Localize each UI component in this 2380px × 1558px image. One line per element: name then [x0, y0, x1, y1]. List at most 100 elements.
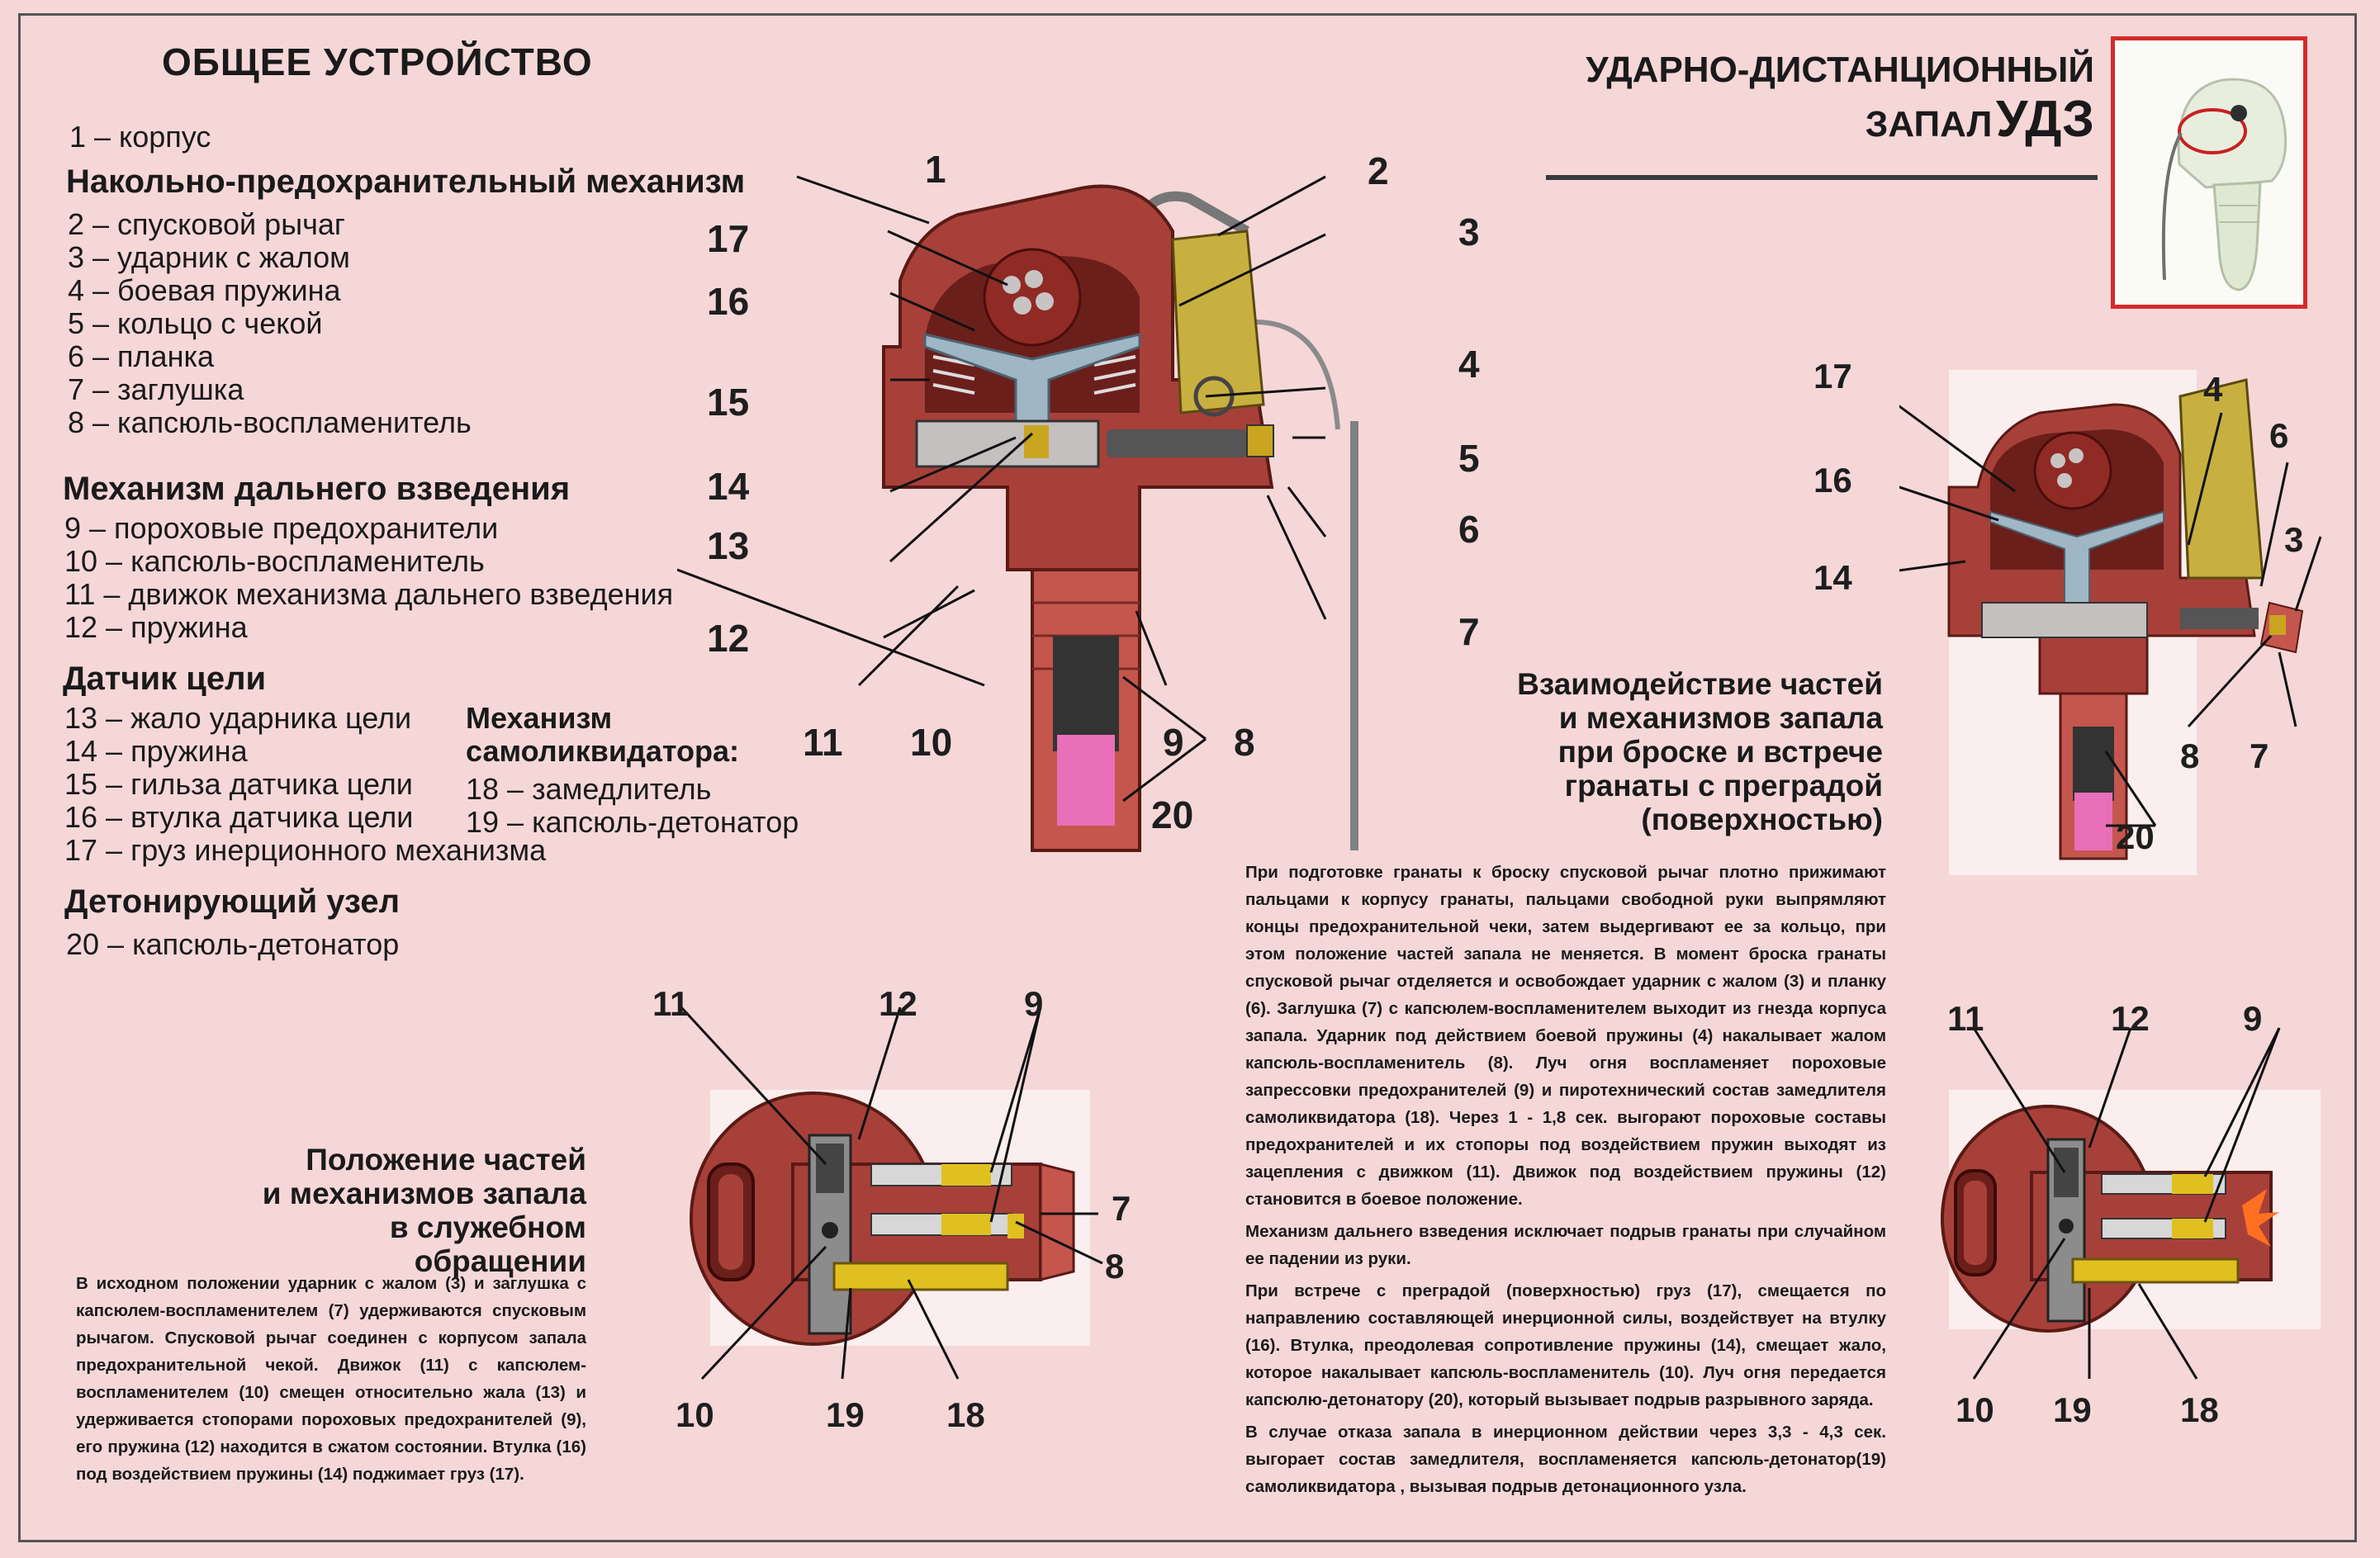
label-5: 5	[1458, 437, 1480, 480]
label-20: 20	[1151, 793, 1194, 836]
legend-item: 9 – пороховые предохранители	[64, 511, 499, 545]
label-16: 16	[707, 280, 750, 323]
r-label-20: 20	[2116, 817, 2155, 856]
section-selfdestruct-line1: Механизм	[466, 701, 613, 735]
legend-item: 3 – ударник с жалом	[68, 240, 350, 274]
br-label-11: 11	[1947, 999, 1984, 1038]
caption-line: гранаты с преградой	[1564, 769, 1883, 803]
sensor-sleeve	[923, 333, 1141, 439]
caption-line: и механизмов запала	[262, 1177, 586, 1210]
r-label-6: 6	[2269, 416, 2289, 455]
legend-item: 19 – капсюль-детонатор	[466, 805, 799, 839]
arming-slider	[915, 419, 1100, 468]
label-2: 2	[1368, 149, 1389, 192]
leader-lines	[677, 175, 1327, 803]
legend-item: 18 – замедлитель	[466, 772, 712, 806]
detonator-housing	[1053, 636, 1119, 751]
flame-icon	[2242, 1189, 2279, 1247]
impact-paragraph: При встрече с преградой (поверхностью) г…	[1245, 1281, 1886, 1409]
legend-item: 13 – жало ударника цели	[64, 701, 412, 735]
caption-line: Взаимодействие частей	[1517, 667, 1883, 701]
legend-item: 6 – планка	[68, 339, 215, 373]
pin-ring	[1254, 320, 1340, 430]
bl-label-7: 7	[1112, 1189, 1131, 1228]
legend-item: 8 – капсюль-воспламенитель	[68, 405, 472, 439]
br-label-9: 9	[2243, 999, 2263, 1038]
label-17: 17	[707, 217, 750, 260]
bl-label-8: 8	[1105, 1247, 1125, 1286]
action-description: При подготовке гранаты к броску спусково…	[1245, 859, 1886, 1500]
br-label-12: 12	[2111, 999, 2150, 1038]
striker-pin	[1107, 429, 1247, 457]
throw-paragraph: При подготовке гранаты к броску спусково…	[1245, 863, 1886, 1209]
label-7: 7	[1458, 610, 1480, 653]
r-label-8: 8	[2180, 736, 2200, 775]
br-label-18: 18	[2180, 1390, 2219, 1429]
label-12: 12	[707, 617, 750, 660]
service-caption: Положение частей и механизмов запала в с…	[231, 1143, 586, 1278]
section-detonating-unit: Детонирующий узел	[64, 883, 401, 920]
detonator-charge	[1057, 735, 1115, 826]
legend-item: 17 – груз инерционного механизма	[64, 833, 547, 867]
legend-item: 11 – движок механизма дальнего взведения	[64, 577, 674, 611]
label-4: 4	[1458, 343, 1480, 386]
armed-section-diagram	[1941, 1027, 2321, 1380]
poster-frame	[18, 13, 2357, 1542]
r-label-3: 3	[2284, 520, 2304, 559]
brass-cam	[1171, 230, 1265, 414]
section-target-sensor: Датчик цели	[63, 661, 267, 697]
fuze-photo	[2111, 36, 2307, 309]
caption-line: Положение частей	[306, 1143, 586, 1177]
mainspring-coil	[1193, 376, 1235, 417]
inertia-weight	[983, 248, 1082, 347]
fuze-photo-image	[2115, 40, 2303, 305]
legend-item: 4 – боевая пружина	[68, 273, 341, 307]
legend-item: 12 – пружина	[64, 610, 248, 644]
caption-line: в служебном обращении	[389, 1210, 586, 1278]
arming-paragraph: Механизм дальнего взведения исключает по…	[1245, 1222, 1886, 1268]
fuze-title-line1: УДАРНО-ДИСТАНЦИОННЫЙ	[1586, 50, 2094, 90]
fuze-title: УДАРНО-ДИСТАНЦИОННЫЙ ЗАПАЛ УДЗ	[1536, 48, 2094, 160]
label-14: 14	[707, 465, 750, 508]
legend-item: 15 – гильза датчика цели	[64, 767, 413, 801]
br-label-10: 10	[1956, 1390, 1994, 1429]
label-1: 1	[925, 148, 946, 191]
legend-item: 14 – пружина	[64, 734, 248, 768]
fuze-title-line2: ЗАПАЛ УДЗ	[1536, 92, 2094, 160]
legend-item: 10 – капсюль-воспламенитель	[64, 544, 485, 578]
legend-item: 7 – заглушка	[68, 372, 244, 406]
caption-line: при броске и встрече	[1557, 735, 1883, 769]
service-paragraph: В исходном положении ударник с жалом (3)…	[76, 1274, 586, 1484]
label-15: 15	[707, 381, 750, 424]
label-3: 3	[1458, 211, 1480, 253]
interaction-caption: Взаимодействие частей и механизмов запал…	[1503, 667, 1883, 836]
legend-item-1: 1 – корпус	[69, 120, 211, 154]
bl-label-12: 12	[879, 984, 917, 1023]
legend-item: 2 – спусковой рычаг	[68, 207, 345, 241]
igniter-primer-8	[1246, 424, 1274, 457]
general-structure-title: ОБЩЕЕ УСТРОЙСТВО	[162, 40, 593, 83]
striker-legend-list: 2 – спусковой рычаг 3 – ударник с жалом …	[68, 208, 472, 439]
interaction-diagram	[1899, 370, 2322, 875]
r-label-16: 16	[1813, 461, 1852, 500]
legend-item: 16 – втулка датчика цели	[64, 800, 414, 834]
bl-label-10: 10	[676, 1395, 714, 1434]
igniter-primer-10	[1024, 425, 1049, 458]
fuze-title-prefix: ЗАПАЛ	[1865, 104, 1993, 144]
service-section-diagram	[680, 1006, 1103, 1380]
inertia-weight-small	[2033, 431, 2112, 510]
r-label-14: 14	[1813, 558, 1852, 597]
legend-item-20: 20 – капсюль-детонатор	[66, 927, 400, 961]
r-label-17: 17	[1813, 357, 1852, 395]
label-10: 10	[910, 721, 953, 764]
label-6: 6	[1458, 508, 1480, 551]
caption-line: и механизмов запала	[1558, 701, 1883, 735]
section-selfdestruct-line2: самоликвидатора:	[466, 734, 740, 768]
label-13: 13	[707, 524, 750, 567]
r-label-7: 7	[2250, 736, 2269, 775]
r-label-4: 4	[2203, 370, 2223, 409]
bl-label-18: 18	[946, 1395, 985, 1434]
fuze-title-code: УДЗ	[1995, 91, 2094, 148]
label-8: 8	[1234, 721, 1255, 764]
